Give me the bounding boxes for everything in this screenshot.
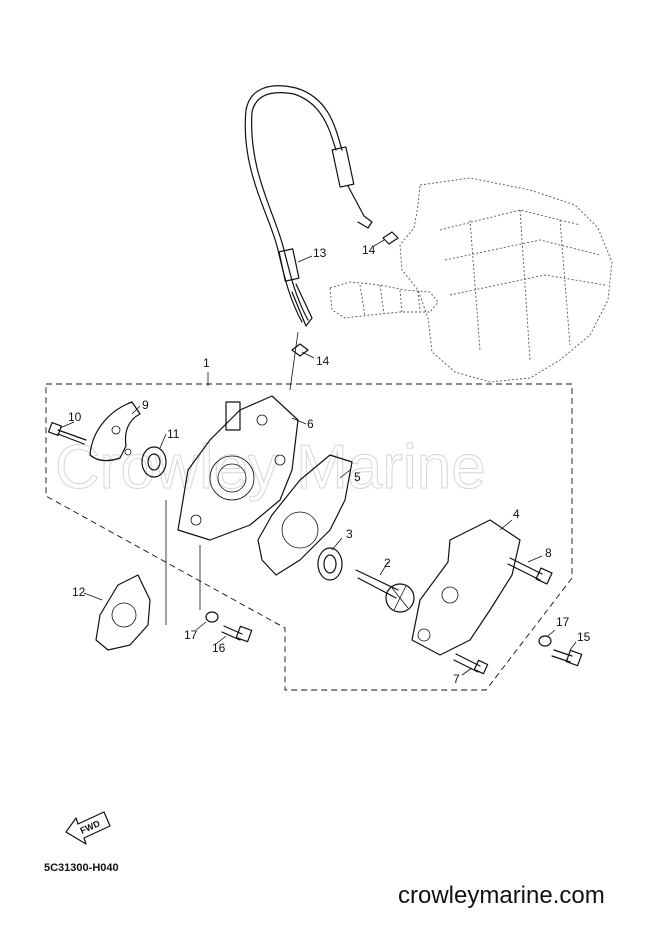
watermark: Crowley Marine <box>55 433 486 502</box>
cover-plate <box>89 401 141 462</box>
fwd-label: FWD <box>79 818 102 836</box>
hose-part <box>244 85 373 327</box>
callout-4: 4 <box>513 507 520 521</box>
gasket-5 <box>257 454 353 576</box>
callout-5: 5 <box>354 470 361 484</box>
callout-10: 10 <box>68 410 82 424</box>
hose-clamp-lower <box>291 343 309 357</box>
washer-17-left <box>205 611 219 623</box>
callout-7: 7 <box>453 672 460 686</box>
callout-15: 15 <box>577 630 591 644</box>
drawing-code: 5C31300-H040 <box>44 862 119 874</box>
impeller-2 <box>355 569 415 613</box>
hose-clamp-upper <box>382 231 399 245</box>
callout-numbers: 1 2 3 4 5 6 7 8 9 10 11 12 13 14 14 15 1… <box>68 243 591 686</box>
callout-14-upper: 14 <box>362 243 376 257</box>
callout-13: 13 <box>313 246 327 260</box>
callout-8: 8 <box>545 546 552 560</box>
engine-block-outline <box>329 177 613 383</box>
callout-14-lower: 14 <box>316 354 330 368</box>
washer-17-right <box>538 635 552 647</box>
bolt-10 <box>47 421 87 445</box>
callout-9: 9 <box>142 398 149 412</box>
bolt-16 <box>221 625 253 643</box>
callout-6: 6 <box>307 417 314 431</box>
callout-2: 2 <box>384 556 391 570</box>
callout-16: 16 <box>212 641 226 655</box>
oil-seal-3 <box>317 547 343 581</box>
bolt-15 <box>551 649 583 667</box>
pump-housing-6 <box>177 395 299 541</box>
callout-11: 11 <box>167 427 180 441</box>
fwd-arrow-icon: FWD <box>65 811 111 845</box>
bolt-8 <box>507 557 553 585</box>
callout-1: 1 <box>203 356 210 370</box>
callout-17-left: 17 <box>184 628 198 642</box>
bearing-11 <box>141 446 167 478</box>
gasket-12 <box>95 574 151 651</box>
leader-lines <box>59 239 577 676</box>
callout-17-right: 17 <box>556 615 570 629</box>
assembly-boundary <box>45 383 573 691</box>
bolt-7 <box>453 653 489 675</box>
site-footer: crowleymarine.com <box>398 882 605 909</box>
callout-3: 3 <box>346 527 353 541</box>
callout-12: 12 <box>72 585 86 599</box>
pump-cover-4 <box>411 519 521 656</box>
